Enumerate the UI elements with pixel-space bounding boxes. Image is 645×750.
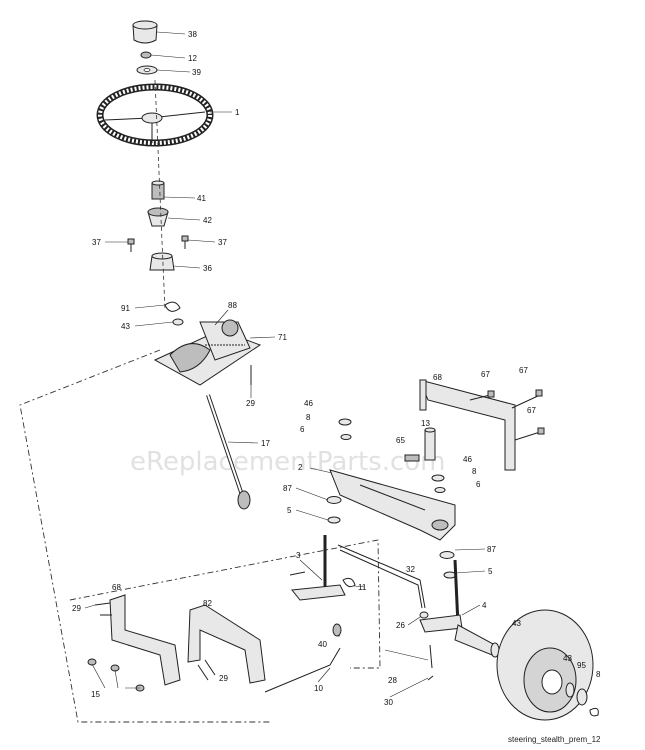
callout-40: 40 (318, 640, 327, 649)
watermark-text: eReplacementParts.com (130, 447, 446, 477)
steering-wheel-part (96, 83, 214, 147)
callout-43-upper: 43 (121, 322, 130, 331)
callout-67-c: 67 (527, 406, 536, 415)
bushing-11-part (342, 577, 356, 588)
spindle-left-part (289, 535, 346, 601)
callout-5-left: 5 (287, 506, 292, 515)
callout-39: 39 (192, 68, 201, 77)
callout-95: 95 (577, 661, 586, 670)
callout-46-left: 46 (304, 399, 313, 408)
ball-joint-26-part (419, 611, 429, 619)
callout-1: 1 (235, 108, 240, 117)
small-washer-part (172, 318, 184, 326)
callout-5-right: 5 (488, 567, 493, 576)
callout-36: 36 (203, 264, 212, 273)
callout-28: 28 (388, 676, 397, 685)
callout-2: 2 (298, 463, 303, 472)
callout-10: 10 (314, 684, 323, 693)
bolt-set-67 (469, 389, 545, 441)
callout-26: 26 (396, 621, 405, 630)
axle-bracket-upper-part (419, 379, 516, 471)
spindle-right-part (419, 559, 496, 656)
callout-3: 3 (296, 551, 301, 560)
callout-42: 42 (203, 216, 212, 225)
frame-bracket-68-part (109, 594, 181, 686)
bolt-right-part (181, 235, 189, 249)
callout-12: 12 (188, 54, 197, 63)
bolt-left-part (127, 238, 135, 252)
callout-67-a: 67 (481, 370, 490, 379)
callout-29-lower-right: 29 (219, 674, 228, 683)
callout-91: 91 (121, 304, 130, 313)
pivot-tube-part (424, 427, 436, 461)
callout-37-left: 37 (92, 238, 101, 247)
diagram-caption: steering_stealth_prem_12 (508, 735, 601, 744)
callout-46-right: 46 (463, 455, 472, 464)
callout-88: 88 (228, 301, 237, 310)
frame-bracket-82-part (187, 604, 266, 684)
callout-32: 32 (406, 565, 415, 574)
callout-68-upper: 68 (433, 373, 442, 382)
callout-6-right: 6 (476, 480, 481, 489)
callout-29-lower-left: 29 (72, 604, 81, 613)
callout-37-right: 37 (218, 238, 227, 247)
clip-8-part (589, 707, 599, 717)
callout-67-b: 67 (519, 366, 528, 375)
callout-43-wheel: 43 (512, 619, 521, 628)
callout-71: 71 (278, 333, 287, 342)
callout-8-lower: 8 (596, 670, 601, 679)
bolt-40-part (332, 623, 342, 637)
front-axle-part (329, 469, 456, 541)
callout-65: 65 (396, 436, 405, 445)
bolt-set-lower-29 (94, 602, 216, 681)
callout-13: 13 (421, 419, 430, 428)
callout-4: 4 (482, 601, 487, 610)
nut-part (140, 51, 152, 59)
drag-rod-10-part (264, 647, 341, 693)
washer-stack-right (431, 474, 457, 579)
callout-29-gearbox: 29 (246, 399, 255, 408)
assembly-boundary-lines (19, 349, 381, 723)
bushing-part (147, 207, 169, 227)
callout-87-right: 87 (487, 545, 496, 554)
steering-gearbox-part (153, 319, 262, 386)
callout-41: 41 (197, 194, 206, 203)
clip-30-part (427, 675, 434, 681)
callout-8-right: 8 (472, 467, 477, 476)
callout-8-left: 8 (306, 413, 311, 422)
drag-link-part (206, 394, 251, 510)
coupler-part (149, 252, 175, 271)
steering-cap-part (132, 20, 158, 44)
callout-43-lower: 43 (563, 654, 572, 663)
pin-28-part (429, 644, 433, 669)
callout-leaders (84, 31, 486, 698)
steering-column-axis (154, 79, 166, 311)
callout-labels: 38 12 39 1 41 42 37 37 36 91 88 43 71 29… (72, 30, 601, 707)
washer-43-lower-part (565, 682, 575, 698)
callout-38: 38 (188, 30, 197, 39)
washer-stack-left (326, 418, 352, 524)
adapter-part (151, 180, 165, 200)
spring-part (164, 301, 181, 312)
washer-95-part (576, 688, 588, 706)
callout-82: 82 (203, 599, 212, 608)
callout-30: 30 (384, 698, 393, 707)
callout-6-left: 6 (300, 425, 305, 434)
callout-68-lower: 68 (112, 583, 121, 592)
pin-65-part (404, 454, 420, 462)
callout-87-left: 87 (283, 484, 292, 493)
callout-11: 11 (358, 583, 367, 592)
callout-17: 17 (261, 439, 270, 448)
washer-part (136, 65, 158, 75)
callout-15: 15 (91, 690, 100, 699)
nut-set-15 (87, 658, 145, 692)
